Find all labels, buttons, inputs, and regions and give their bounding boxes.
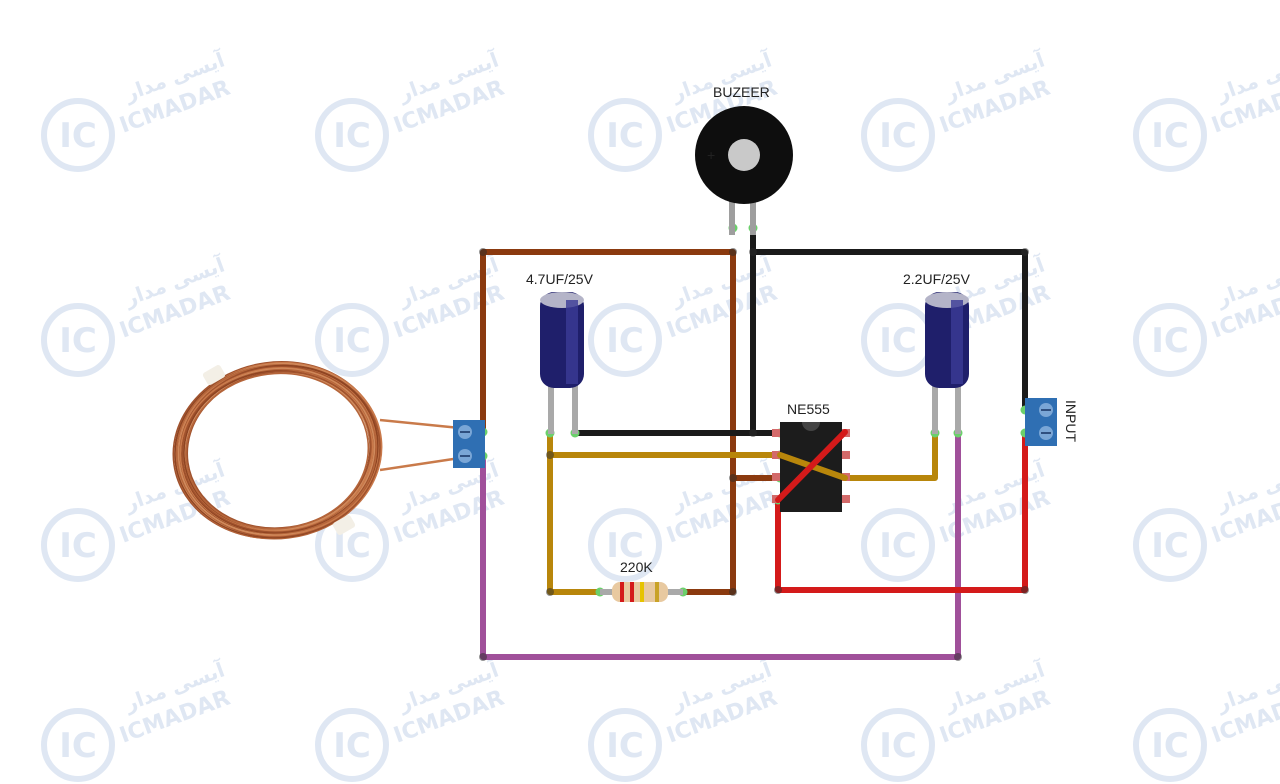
- svg-text:IC: IC: [879, 526, 917, 566]
- ic-label: NE555: [787, 401, 830, 417]
- svg-text:IC: IC: [879, 726, 917, 766]
- capacitor1-label: 4.7UF/25V: [526, 271, 594, 287]
- svg-text:IC: IC: [879, 321, 917, 361]
- svg-text:IC: IC: [59, 526, 97, 566]
- svg-text:IC: IC: [606, 726, 644, 766]
- capacitor-icon: [540, 292, 584, 434]
- svg-text:IC: IC: [1151, 321, 1189, 361]
- terminal-block-icon: [1025, 398, 1057, 446]
- buzzer-plus-label: +: [707, 147, 715, 163]
- resistor-icon: [600, 582, 683, 602]
- resistor-label: 220K: [620, 559, 653, 575]
- svg-text:IC: IC: [1151, 116, 1189, 156]
- svg-text:IC: IC: [333, 116, 371, 156]
- svg-text:IC: IC: [879, 116, 917, 156]
- svg-text:IC: IC: [333, 321, 371, 361]
- svg-text:IC: IC: [606, 116, 644, 156]
- buzzer-icon: +: [695, 106, 793, 235]
- svg-text:IC: IC: [606, 526, 644, 566]
- terminal-block-icon: [453, 420, 485, 468]
- capacitor-icon: [925, 292, 969, 434]
- coil-icon: [172, 361, 461, 540]
- svg-text:IC: IC: [59, 116, 97, 156]
- svg-text:IC: IC: [1151, 526, 1189, 566]
- svg-text:IC: IC: [1151, 726, 1189, 766]
- svg-text:IC: IC: [59, 321, 97, 361]
- svg-text:IC: IC: [606, 321, 644, 361]
- buzzer-label: BUZEER: [713, 84, 770, 100]
- wire-purple: [480, 430, 961, 660]
- svg-text:IC: IC: [333, 726, 371, 766]
- input-label: INPUT: [1063, 400, 1079, 442]
- wire-red: [775, 430, 1028, 593]
- svg-text:IC: IC: [59, 726, 97, 766]
- capacitor2-label: 2.2UF/25V: [903, 271, 971, 287]
